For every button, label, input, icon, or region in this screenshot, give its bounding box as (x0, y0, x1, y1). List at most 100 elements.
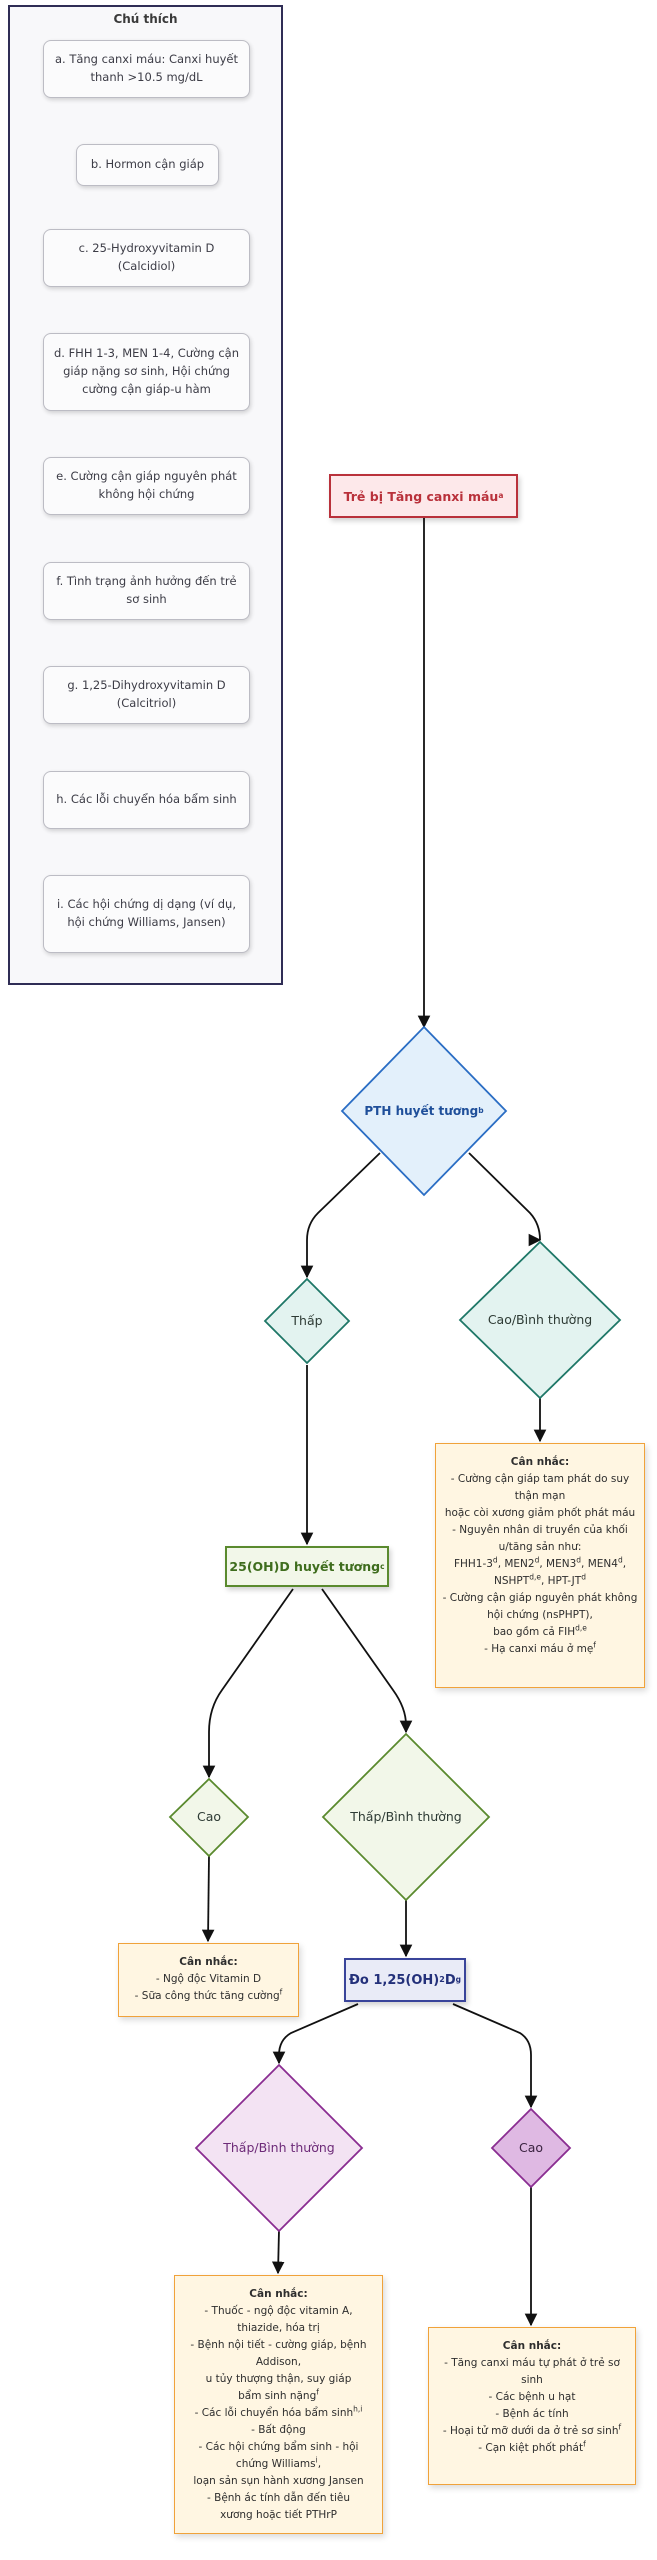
calcitriol-high-label: Cao (518, 2139, 544, 2155)
note-line: - Bệnh ác tính dẫn đến tiêu (206, 2492, 351, 2504)
vitd25-high-diamond (168, 1777, 250, 1858)
note-footnote: f (618, 2422, 622, 2432)
legend-panel: Chú thích a. Tăng canxi máu: Canxi huyết… (8, 5, 283, 985)
note-footnote: f (583, 2439, 586, 2449)
legend-item-f: f. Tình trạng ảnh hưởng đến trẻ sơ sinh (43, 562, 250, 620)
edge-25ohd-to-lownormal (321, 1588, 413, 1734)
note-text: bẩm sinh nặng (238, 2390, 317, 2402)
edge-calcitriol-lownormal-to-note (271, 2229, 285, 2275)
note-footnote: d (617, 1555, 623, 1565)
note-line: - Các hội chứng bẩm sinh - hội (198, 2441, 359, 2453)
note-line: - Nguyên nhân di truyền của khối u/tăng … (452, 1524, 628, 1553)
note-line: loạn sản sụn hành xương Jansen (193, 2475, 364, 2487)
calcitriol-lownormal-diamond (194, 2063, 364, 2233)
note-title: Cân nhắc: (502, 2340, 562, 2352)
calcitriol-node-label: Đo 1,25(OH) (349, 1972, 440, 1988)
note-text: - Các lỗi chuyển hóa bẩm sinh (194, 2407, 354, 2419)
legend-item-g: g. 1,25-Dihydroxyvitamin D (Calcitriol) (43, 666, 250, 724)
calcitriol-lownormal-label: Thấp/Bình thường (223, 2139, 335, 2155)
pth-label-text: PTH huyết tương (364, 1103, 479, 1118)
note-text: FHH1-3 (453, 1558, 493, 1570)
legend-item-h: h. Các lỗi chuyển hóa bẩm sinh (43, 771, 250, 829)
legend-item-d: d. FHH 1-3, MEN 1-4, Cường cận giáp nặng… (43, 333, 250, 411)
note-footnote: d,e (529, 1572, 541, 1582)
note-footnote: d (581, 1572, 586, 1582)
start-node-label: Trẻ bị Tăng canxi máu (343, 488, 499, 504)
note-footnote: f (279, 1987, 283, 1997)
legend-item-b: b. Hormon cận giáp (76, 144, 219, 186)
edge-calcitriol-to-high (452, 2003, 538, 2109)
note-text: , (317, 2458, 322, 2470)
note-line: bao gồm cả FIHd,e (442, 1624, 638, 1641)
note-footnote: i (315, 2455, 318, 2465)
vitd25-lownormal-label: Thấp/Bình thường (350, 1808, 462, 1824)
edge-25ohd-to-high (202, 1588, 294, 1779)
note-text: , MEN2 (497, 1558, 535, 1570)
vitd25-high-label: Cao (196, 1808, 222, 1824)
note-line: - Bất động (251, 2424, 306, 2436)
note-line: - Tăng canxi máu tự phát ở trẻ sơ sinh (444, 2357, 620, 2386)
edge-high-to-note (201, 1855, 215, 1943)
note-footnote: f (316, 2387, 319, 2397)
note-line: - Ngộ độc Vitamin D (155, 1973, 262, 1985)
note-footnote: d,e (575, 1623, 587, 1633)
note-line: - Các bệnh u hạt (488, 2391, 576, 2403)
pth-highnormal-diamond (458, 1240, 622, 1400)
edge-calcitriol-to-lownormal (272, 2003, 359, 2065)
legend-item-a: a. Tăng canxi máu: Canxi huyết thanh >10… (43, 40, 250, 98)
note-text: , MEN4 (581, 1558, 618, 1570)
legend-title: Chú thích (113, 12, 178, 26)
note-text: - Cạn kiệt phốt phát (478, 2442, 584, 2454)
note-text: - Hạ canxi máu ở mẹ (484, 1643, 594, 1655)
pth-diamond (340, 1025, 508, 1197)
note-pth-highnormal: Cân nhắc: - Cường cận giáp tam phát do su… (435, 1443, 645, 1688)
note-title: Cân nhắc: (179, 1956, 238, 1968)
note-footnote: d (492, 1555, 498, 1565)
note-calcitriol-high: Cân nhắc: - Tăng canxi máu tự phát ở trẻ … (428, 2327, 636, 2485)
note-line: - Cạn kiệt phốt phátf (435, 2440, 629, 2457)
note-line: hoặc còi xương giảm phốt phát máu (444, 1507, 636, 1519)
note-line: - Cường cận giáp nguyên phát không hội c… (442, 1592, 638, 1621)
note-line: - Hạ canxi máu ở mẹf (442, 1641, 638, 1658)
note-calcitriol-lownormal: Cân nhắc:- Thuốc - ngộ độc vitamin A, th… (174, 2275, 383, 2534)
legend-item-c: c. 25-Hydroxyvitamin D (Calcidiol) (43, 229, 250, 287)
note-text: bao gồm cả FIH (493, 1626, 576, 1638)
note-line: - Cường cận giáp tam phát do suy thận mạ… (450, 1473, 630, 1502)
calcitriol-high-diamond (490, 2107, 572, 2189)
pth-highnormal-text: Cao/Bình thường (487, 1311, 593, 1327)
note-title: Cân nhắc: (510, 1456, 570, 1468)
note-text: NSHPT (494, 1575, 530, 1587)
note-line: NSHPTd,e, HPT-JTd (442, 1573, 638, 1590)
note-vitd25-high: Cân nhắc: - Ngộ độc Vitamin D - Sữa công t… (118, 1943, 299, 2017)
edge-pth-to-low (300, 1152, 381, 1279)
note-text: , HPT-JT (540, 1575, 582, 1587)
vitd25-lownormal-diamond (321, 1732, 491, 1902)
note-line: chứng Williamsi, (181, 2456, 376, 2473)
note-line: u tủy thượng thận, suy giáp (205, 2373, 352, 2385)
legend-item-e: e. Cường cận giáp nguyên phát không hội … (43, 457, 250, 515)
note-text: , (622, 1558, 627, 1570)
note-line: xương hoặc tiết PTHrP (220, 2509, 337, 2521)
pth-low-diamond (263, 1277, 351, 1365)
note-line: - Bệnh nội tiết - cường giáp, bệnh Addis… (190, 2339, 367, 2368)
calcitriol-node-label-end: D (444, 1972, 456, 1988)
note-title: Cân nhắc: (249, 2288, 308, 2300)
note-line: - Hoại tử mỡ dưới da ở trẻ sơ sinhf (435, 2423, 629, 2440)
note-text: - Sữa công thức tăng cường (134, 1990, 280, 2002)
legend-item-i: i. Các hội chứng dị dạng (ví dụ, hội chứ… (43, 875, 250, 953)
note-line: bẩm sinh nặngf (181, 2388, 376, 2405)
note-text: chứng Williams (235, 2458, 316, 2470)
note-footnote: d (576, 1555, 582, 1565)
note-line: - Bệnh ác tính (495, 2408, 569, 2420)
note-text: , MEN3 (539, 1558, 577, 1570)
vitd25-node-label: 25(OH)D huyết tương (229, 1559, 381, 1574)
note-text: - Hoại tử mỡ dưới da ở trẻ sơ sinh (442, 2425, 619, 2437)
note-footnote: f (593, 1640, 596, 1650)
note-footnote: d (534, 1555, 540, 1565)
note-line: FHH1-3d, MEN2d, MEN3d, MEN4d, (442, 1556, 638, 1573)
